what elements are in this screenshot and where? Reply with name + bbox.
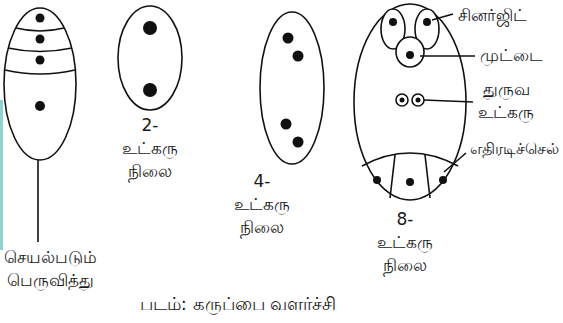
egg-cell	[396, 37, 424, 67]
part-label: 4-உட்கரு நிலை	[234, 170, 290, 239]
leader-line	[432, 14, 453, 20]
nucleus	[439, 176, 447, 184]
polar-nucleus	[396, 94, 408, 106]
nucleus	[416, 98, 421, 103]
leader-line	[37, 160, 39, 242]
nucleus	[143, 83, 157, 97]
nucleus	[281, 119, 292, 130]
nucleus	[389, 18, 397, 26]
nucleus	[406, 51, 414, 59]
nucleus	[293, 51, 304, 62]
part-label: 2-உட்கரு நிலை	[122, 114, 178, 183]
leader-line	[420, 55, 475, 57]
part-label: 8-உட்கரு நிலை	[377, 208, 433, 277]
nucleus	[143, 21, 157, 35]
nucleus	[293, 137, 304, 148]
part-label: முட்டை	[480, 44, 543, 67]
nucleus	[423, 18, 431, 26]
part-label: எதிரடிச்செல்	[470, 138, 559, 160]
megaspore-tetrad	[4, 8, 76, 160]
side-bar	[0, 100, 3, 250]
leader-line	[444, 153, 466, 172]
nucleus	[283, 33, 294, 44]
nucleus	[373, 176, 381, 184]
part-label: சினர்ஜிட்	[458, 4, 527, 27]
figure-caption: படம்: கருப்பை வளர்ச்சி	[140, 292, 337, 316]
four-nucleate-sac	[260, 12, 324, 164]
nucleus	[35, 101, 45, 111]
two-nucleate-sac	[118, 6, 182, 110]
part-label: துருவ உட்கரு	[478, 78, 534, 124]
nucleus	[400, 98, 405, 103]
nucleus	[406, 178, 414, 186]
cell-wall	[5, 70, 75, 74]
eight-nucleate-sac	[354, 4, 466, 200]
leader-line	[424, 100, 473, 102]
part-label: செயல்படும் பெருவித்து	[4, 246, 97, 292]
nucleus	[36, 56, 45, 65]
nucleus	[36, 14, 45, 23]
polar-nucleus	[412, 94, 424, 106]
antipodal-wall	[390, 155, 395, 198]
antipodal-wall	[362, 153, 458, 166]
cell-wall	[16, 28, 64, 31]
cell-wall	[8, 48, 72, 52]
antipodal-wall	[425, 155, 430, 198]
nucleus	[36, 35, 45, 44]
